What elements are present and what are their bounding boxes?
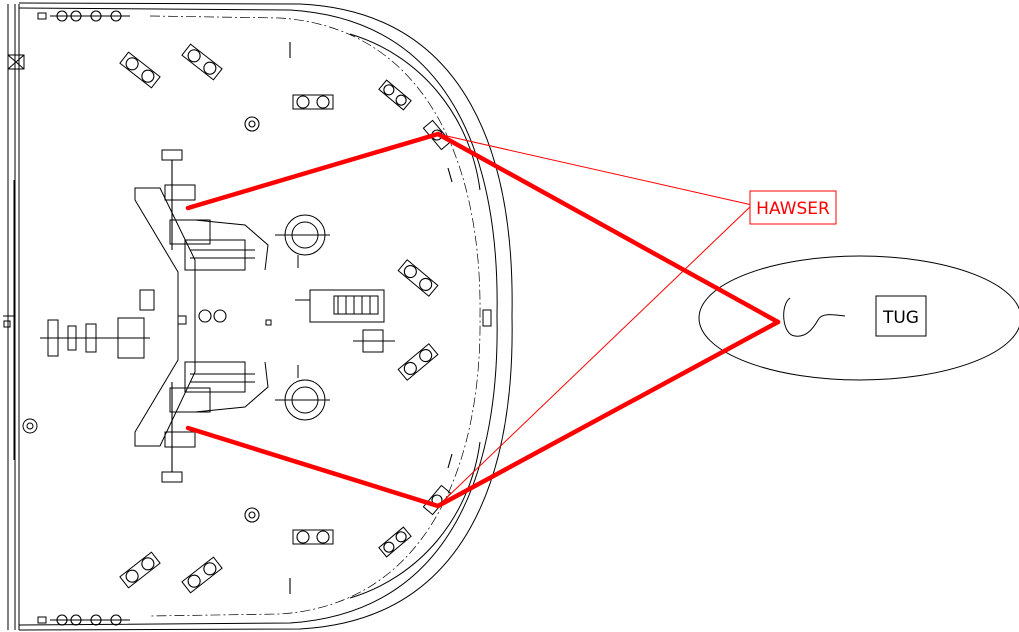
hawser-label-leader-starboard — [437, 204, 753, 507]
hawser-label-leader-port — [437, 133, 753, 206]
tug-vessel — [698, 255, 1019, 381]
tug-hull-outline — [698, 255, 1019, 381]
hawser-port-outboard — [435, 131, 781, 325]
hawser-lines — [185, 131, 781, 509]
bollard-icon — [292, 94, 334, 110]
mooring-winch-port — [161, 149, 269, 271]
hawser-port-inboard — [185, 131, 441, 211]
hull-outline — [7, 2, 513, 631]
edge-fittings-top — [37, 10, 130, 22]
fairlead-icon — [378, 79, 412, 111]
tug-label-text: TUG — [882, 308, 919, 328]
bollard-icon — [181, 556, 223, 594]
capstan-starboard — [275, 365, 330, 421]
stern-edge-details — [3, 54, 38, 460]
mooring-winch-starboard — [161, 361, 269, 483]
bollard-icon — [119, 551, 161, 589]
edge-fittings-bottom — [37, 614, 130, 626]
fairlead-icon — [378, 526, 412, 558]
bollard-icon — [397, 259, 439, 297]
tug-label-box — [875, 295, 927, 337]
tow-hook-icon — [783, 297, 846, 337]
bollard-icon — [397, 343, 439, 381]
hawser-starboard-inboard — [185, 425, 441, 509]
hawser-label-box — [749, 190, 837, 225]
bollard-icon — [181, 43, 223, 81]
deck-pins — [289, 42, 453, 594]
hawser-starboard-outboard — [435, 319, 781, 509]
windlass-aft — [40, 317, 150, 359]
bollards — [119, 43, 439, 594]
capstan-port — [275, 214, 330, 268]
tug-label: TUG — [875, 295, 927, 337]
bollard-icon — [119, 51, 161, 89]
hawser-label: HAWSER — [749, 190, 837, 225]
central-deckhouse — [134, 187, 196, 447]
hawser-label-text: HAWSER — [756, 199, 830, 219]
deck-fittings-round — [198, 116, 260, 523]
fairlead-icon — [422, 119, 452, 151]
central-machinery — [265, 289, 395, 353]
bollard-icon — [292, 529, 334, 545]
